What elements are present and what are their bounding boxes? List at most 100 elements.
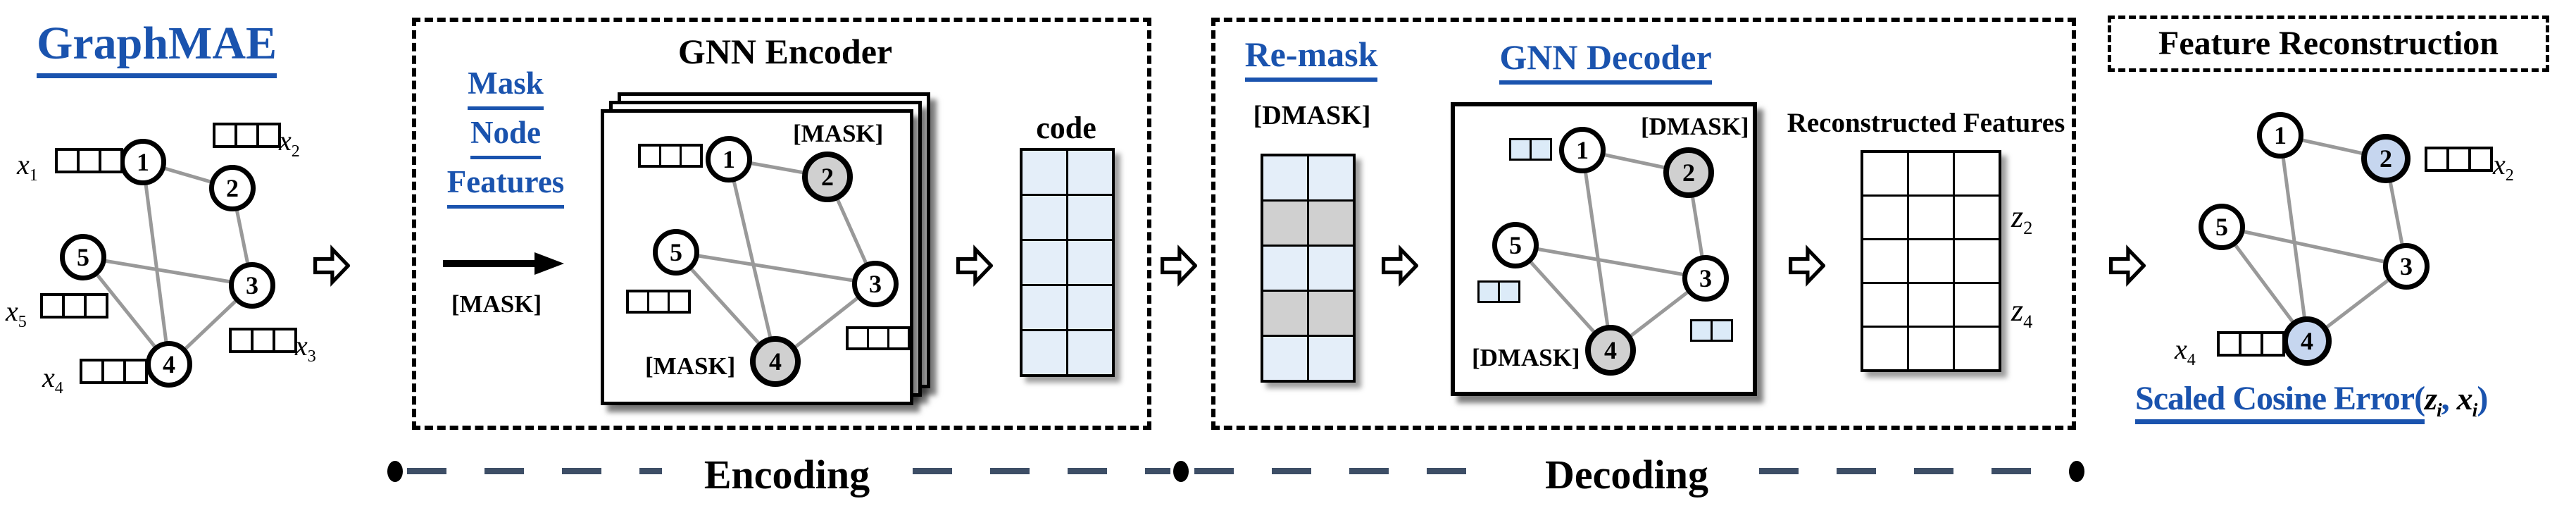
node-label: 5: [77, 243, 89, 271]
var: x: [2175, 333, 2187, 365]
feature-cell: [2239, 334, 2261, 354]
feature-cell: [77, 151, 99, 171]
var-sub: 1: [29, 166, 38, 185]
feature-cell: [62, 296, 84, 316]
matrix-cell: [1023, 151, 1066, 194]
var-sub: 4: [2023, 310, 2033, 332]
graph-edge: [2220, 225, 2408, 268]
right-arrow-icon: [1789, 245, 1825, 287]
node-label: 3: [1699, 264, 1712, 292]
feature-cell: [123, 361, 145, 381]
node-label: 4: [769, 347, 782, 376]
page-title-text: GraphMAE: [37, 17, 277, 78]
arrow-graph-to-encoding: [313, 245, 350, 287]
matrix-cell: [1068, 331, 1112, 374]
z2-row-label: z2: [2011, 199, 2032, 239]
masked-node2-token: [MASK]: [793, 120, 884, 147]
matrix-cell-masked: [1263, 292, 1307, 335]
gnn-encoder-title: GNN Encoder: [677, 32, 893, 71]
matrix-cell: [1023, 196, 1066, 239]
matrix-cell: [1068, 151, 1112, 194]
feature-cell: [232, 330, 251, 350]
decoder-dmask-node2-token: [DMASK]: [1641, 113, 1749, 140]
encoder-node-1: 1: [706, 136, 752, 183]
feature-cell: [668, 292, 688, 311]
graph-edge: [674, 250, 877, 286]
feature-cell: [1480, 283, 1498, 301]
node-label: 3: [869, 270, 882, 298]
matrix-cell: [1309, 247, 1353, 290]
var-sub: 4: [2187, 351, 2196, 369]
node-label: 3: [2400, 252, 2413, 280]
matrix-cell: [1955, 197, 1999, 238]
node-label: 2: [226, 174, 239, 202]
feature-label-x5: x5: [6, 295, 27, 332]
recon-feature-label-x2: x2: [2493, 148, 2514, 185]
recon-feature-label-x4: x4: [2175, 333, 2196, 370]
feature-cell: [2220, 334, 2239, 354]
original-node-4: 4: [146, 341, 192, 388]
var: z: [2011, 199, 2024, 234]
rail-dashes: [913, 468, 1170, 474]
matrix-cell: [1023, 331, 1066, 374]
code-label: code: [1036, 111, 1096, 145]
decoder-node-5: 5: [1492, 222, 1539, 268]
matrix-cell: [1309, 337, 1353, 380]
encoder-feature-vector-1: [638, 144, 703, 168]
var-sub: 2: [291, 142, 300, 161]
remask-title-text: Re-mask: [1244, 34, 1378, 82]
arrow-encoding-to-decoding: [1161, 245, 1197, 287]
error-arg-xi: xi: [2457, 381, 2478, 421]
feature-cell: [659, 147, 680, 165]
feature-reconstruction-title: Feature Reconstruction: [2158, 25, 2499, 62]
var: x: [42, 361, 55, 393]
remask-title: Re-mask: [1227, 34, 1396, 82]
encoder-feature-vector-3: [846, 326, 911, 350]
node-label: 5: [670, 238, 682, 266]
feature-cell: [2446, 149, 2468, 169]
recon-feature-vector-x2: [2425, 147, 2493, 172]
original-node-2: 2: [209, 165, 256, 211]
var-sub: 5: [18, 313, 27, 331]
error-arg-zi: zi: [2425, 381, 2442, 421]
node-label: 4: [163, 350, 175, 378]
graph-edge: [1580, 148, 1613, 353]
matrix-cell: [1023, 286, 1066, 329]
feature-cell: [1530, 140, 1550, 159]
var: z: [2425, 381, 2437, 416]
matrix-cell: [1909, 153, 1953, 194]
decoder-hidden-vector-3: [1690, 319, 1733, 342]
mask-node-features-note: Mask Node Features: [442, 61, 569, 209]
node-label: 2: [2380, 144, 2392, 173]
encoder-node-3: 3: [852, 261, 899, 307]
mask-apply-arrow: [443, 252, 564, 275]
feature-cell: [215, 125, 235, 145]
feature-vector-x5: [40, 293, 108, 319]
decoder-node-1: 1: [1559, 127, 1606, 173]
code-matrix: [1020, 148, 1115, 377]
recon-node-4-reconstructed: 4: [2282, 316, 2332, 366]
matrix-cell: [1023, 241, 1066, 284]
decoder-node-3: 3: [1682, 255, 1729, 302]
node-label: 4: [1604, 336, 1617, 364]
feature-cell: [2427, 149, 2446, 169]
error-arg-comma: ,: [2441, 380, 2457, 417]
var: x: [279, 125, 292, 156]
matrix-cell: [1909, 240, 1953, 282]
feature-vector-x1: [55, 148, 123, 173]
decoding-region-box: [1211, 18, 2076, 430]
var: x: [17, 149, 30, 180]
rail-dashes: [1759, 468, 2068, 474]
var: x: [295, 330, 308, 361]
matrix-cell: [1955, 328, 1999, 369]
node-label: 5: [1509, 231, 1522, 259]
error-close-paren: ): [2477, 380, 2488, 417]
feature-cell: [58, 151, 77, 171]
decoder-dmask-node4-token: [DMASK]: [1472, 344, 1580, 371]
feature-cell: [2468, 149, 2490, 169]
feature-cell: [2261, 334, 2282, 354]
matrix-cell: [1909, 328, 1953, 369]
reconstructed-features-matrix: [1861, 150, 2001, 372]
decoder-hidden-vector-1: [1509, 138, 1552, 161]
node-label: 1: [137, 148, 149, 176]
